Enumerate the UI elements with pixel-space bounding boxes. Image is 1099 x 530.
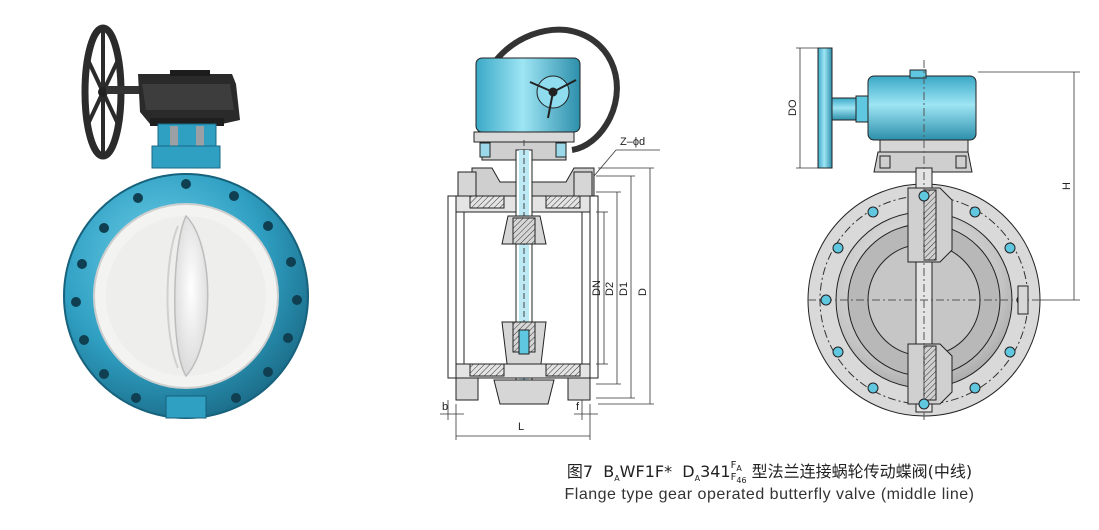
label-z-phi-d: Z–ϕd — [620, 136, 645, 148]
flange-body-icon — [63, 173, 309, 419]
label-do: DO — [787, 99, 799, 116]
figure-caption-en: Flange type gear operated butterfly valv… — [564, 486, 975, 503]
caption-model2: D — [682, 462, 695, 481]
frac-top: F — [730, 459, 737, 471]
label-d1: D1 — [618, 282, 630, 296]
label-b: b — [442, 401, 448, 413]
label-l: L — [518, 421, 524, 433]
valve-photo — [63, 24, 309, 419]
gearbox-icon — [138, 70, 240, 126]
dimension-lines — [440, 149, 660, 440]
label-f: f — [576, 401, 580, 413]
caption-model-sub: A — [614, 474, 620, 484]
frac-top-sub: A — [736, 463, 742, 473]
caption-model-rest: WF1F* — [619, 462, 673, 481]
label-h: H — [1061, 182, 1073, 190]
label-dn: DN — [591, 280, 603, 296]
section-drawing — [440, 26, 660, 440]
caption-prefix: 图7 — [566, 462, 594, 481]
frac-bot: F — [730, 471, 737, 483]
label-d2: D2 — [604, 282, 616, 296]
label-d: D — [637, 288, 649, 296]
frac-bot-sub: 46 — [736, 475, 747, 485]
caption-model2-sub: A — [694, 474, 701, 484]
caption-model2-rest: 341 — [700, 462, 731, 481]
caption-title-cn: 型法兰连接蜗轮传动蝶阀(中线) — [751, 462, 973, 481]
bolt-holes — [71, 179, 302, 403]
front-view-drawing — [796, 47, 1080, 420]
caption-model: B — [603, 462, 615, 481]
